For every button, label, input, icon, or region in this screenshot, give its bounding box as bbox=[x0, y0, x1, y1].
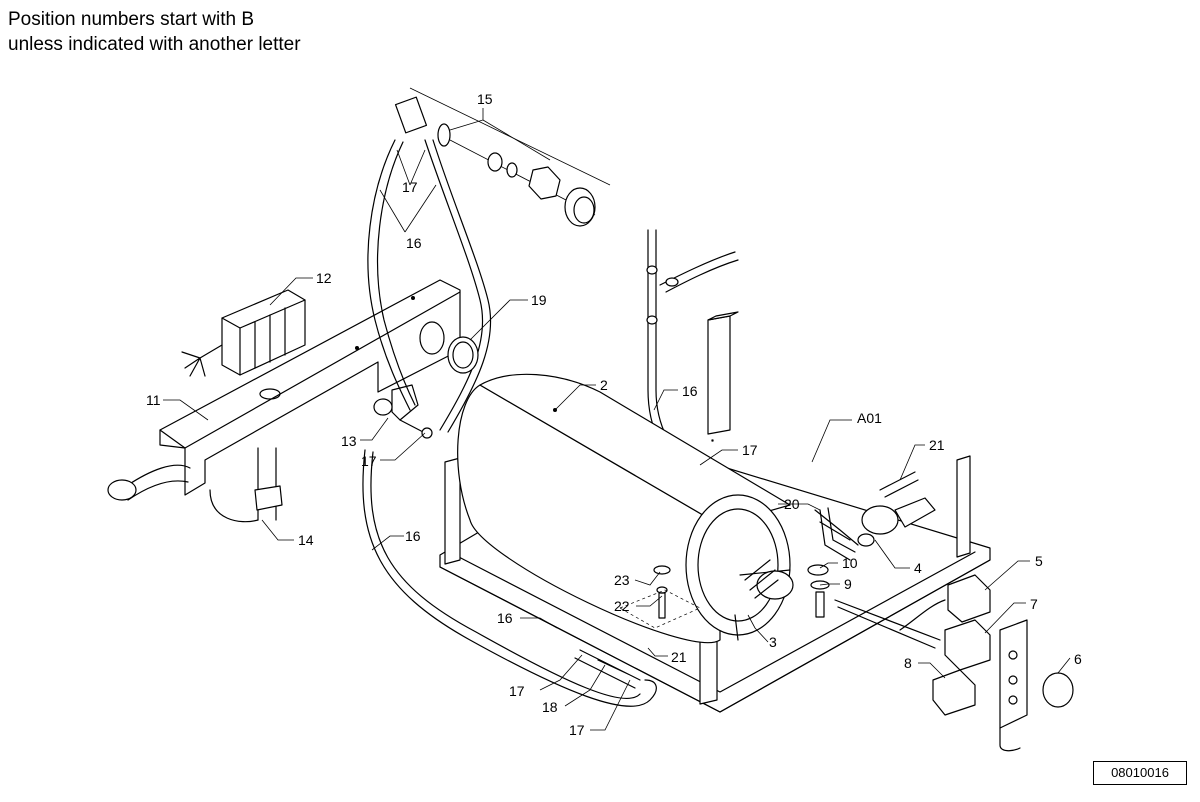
callout-16: 16 bbox=[406, 235, 422, 251]
note-line-2: unless indicated with another letter bbox=[8, 34, 301, 55]
callout-6: 6 bbox=[1074, 651, 1082, 667]
callout-3: 3 bbox=[769, 634, 777, 650]
callout-14: 14 bbox=[298, 532, 314, 548]
drain-hose bbox=[362, 449, 657, 707]
callout-12: 12 bbox=[316, 270, 332, 286]
callout-A01: A01 bbox=[857, 410, 882, 426]
callout-19: 19 bbox=[531, 292, 547, 308]
fitting-kit bbox=[409, 87, 611, 227]
callout-7: 7 bbox=[1030, 596, 1038, 612]
callout-21: 21 bbox=[929, 437, 945, 453]
pressure-switch bbox=[814, 497, 936, 547]
callout-16: 16 bbox=[682, 383, 698, 399]
callout-9: 9 bbox=[844, 576, 852, 592]
tube bbox=[879, 471, 919, 498]
callout-10: 10 bbox=[842, 555, 858, 571]
solenoid-valve bbox=[373, 384, 433, 439]
callout-2: 2 bbox=[600, 377, 608, 393]
callout-4: 4 bbox=[914, 560, 922, 576]
callout-17: 17 bbox=[569, 722, 585, 738]
callout-17: 17 bbox=[361, 453, 377, 469]
leader-lines bbox=[163, 108, 1071, 731]
callout-18: 18 bbox=[542, 699, 558, 715]
small-parts bbox=[619, 564, 830, 629]
callout-23: 23 bbox=[614, 572, 630, 588]
upper-hoses bbox=[367, 96, 492, 433]
callout-11: 11 bbox=[146, 392, 161, 408]
callout-21: 21 bbox=[671, 649, 687, 665]
control-plate bbox=[999, 619, 1028, 752]
heating-element bbox=[734, 559, 779, 641]
callout-5: 5 bbox=[1035, 553, 1043, 569]
callout-20: 20 bbox=[784, 496, 800, 512]
connector-tube bbox=[574, 649, 641, 689]
bent-tube bbox=[819, 507, 856, 561]
mounting-bracket bbox=[159, 279, 461, 496]
callout-17: 17 bbox=[742, 442, 758, 458]
callout-16: 16 bbox=[405, 528, 421, 544]
inlet-elbow bbox=[107, 447, 283, 523]
callout-22: 22 bbox=[614, 598, 630, 614]
callout-17: 17 bbox=[509, 683, 525, 699]
callout-8: 8 bbox=[904, 655, 912, 671]
boiler-tank bbox=[457, 373, 794, 644]
callout-16: 16 bbox=[497, 610, 513, 626]
note-line-1: Position numbers start with B bbox=[8, 9, 255, 30]
thermostat-group bbox=[834, 574, 991, 716]
terminal-block bbox=[181, 289, 306, 377]
callout-15: 15 bbox=[477, 91, 493, 107]
callout-17: 17 bbox=[402, 179, 418, 195]
drawing-number-box: 08010016 bbox=[1093, 761, 1187, 785]
knob bbox=[1042, 672, 1074, 708]
callout-13: 13 bbox=[341, 433, 357, 449]
